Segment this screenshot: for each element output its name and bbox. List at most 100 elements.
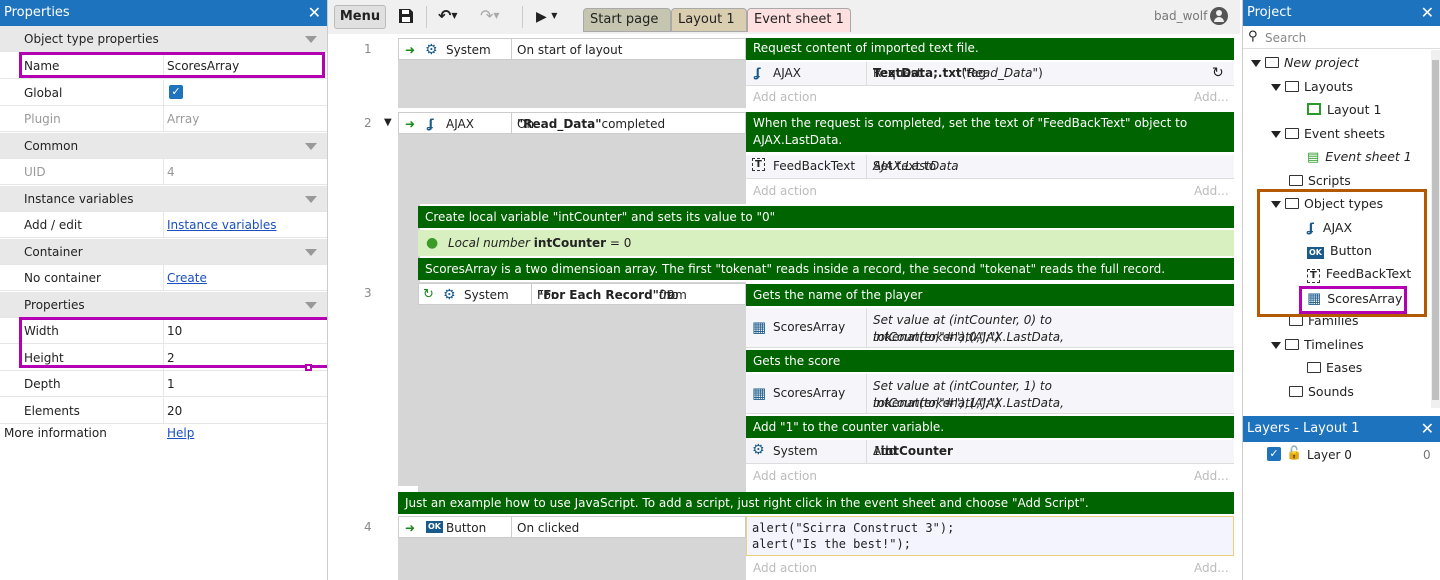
redo-icon[interactable]: ↷▼ (480, 6, 500, 25)
tree-item[interactable]: New project (1251, 54, 1359, 72)
layers-header: Layers - Layout 1 ✕ (1243, 416, 1440, 442)
user-icon[interactable] (1210, 7, 1228, 25)
condition-text: On start of layout (517, 43, 623, 57)
action-row[interactable]: ʆ AJAX Request TextData;.txt (tag "Read_… (746, 62, 1234, 86)
section-header[interactable]: Instance variables (0, 185, 327, 212)
username: bad_wolf (1154, 9, 1208, 23)
event-3-condition-block[interactable] (418, 282, 746, 492)
search-bar[interactable]: ⚲ Search (1243, 27, 1440, 49)
global-checkbox[interactable]: ✓ (169, 84, 183, 99)
event-1-condition[interactable]: ➜ ⚙ System On start of layout (398, 38, 746, 60)
property-row[interactable]: No container Create (0, 265, 327, 291)
more-information-row: More information Help (0, 420, 327, 446)
close-icon[interactable]: ✕ (307, 3, 321, 22)
chevron-down-icon[interactable] (305, 301, 317, 309)
tab-start-page[interactable]: Start page ✕ (583, 8, 671, 49)
tree-item[interactable]: Layout 1 (1307, 101, 1381, 119)
tree-item[interactable]: Event sheets (1271, 125, 1385, 143)
tree-item[interactable]: Timelines (1271, 336, 1364, 354)
add-more[interactable]: Add... (1194, 90, 1229, 104)
add-action[interactable]: Add action (753, 469, 817, 483)
action-row[interactable]: ▦ ScoresArray Set value at (intCounter, … (746, 308, 1234, 348)
tree-item[interactable]: ▤Event sheet 1 (1307, 148, 1412, 167)
tab-event-sheet-1[interactable]: Event sheet 1 ✕ (747, 8, 851, 49)
text-object-icon: T (752, 158, 765, 171)
save-icon[interactable] (398, 5, 416, 29)
section-header[interactable]: Container (0, 238, 327, 265)
section-header[interactable]: Properties (0, 291, 327, 318)
scrollbar[interactable] (1431, 50, 1440, 408)
property-value: Array (167, 112, 200, 126)
close-icon[interactable]: ✕ (1420, 3, 1434, 22)
property-value: 2 (167, 350, 175, 365)
ajax-icon: ʆ (1307, 220, 1314, 235)
undo-icon[interactable]: ↶▼ (438, 6, 458, 25)
resize-handle[interactable] (305, 364, 312, 371)
chevron-down-icon[interactable] (1271, 342, 1281, 349)
add-action[interactable]: Add action (753, 184, 817, 198)
chevron-down-icon[interactable] (1271, 201, 1281, 208)
property-key: Container (24, 244, 83, 259)
event-number: 3 (364, 286, 372, 300)
more-information-label: More information (4, 426, 107, 440)
tab-layout-1[interactable]: Layout 1 ✕ (671, 8, 747, 49)
chevron-down-icon[interactable] (1251, 60, 1261, 67)
play-icon[interactable]: ▶ ▼ (536, 9, 558, 25)
action-row[interactable]: ▦ ScoresArray Set value at (intCounter, … (746, 374, 1234, 414)
add-more[interactable]: Add... (1194, 184, 1229, 198)
chevron-down-icon[interactable] (305, 36, 317, 43)
chevron-down-icon[interactable] (305, 195, 317, 203)
property-link[interactable]: Instance variables (167, 218, 277, 232)
event-4-condition[interactable]: ➜ OK Button On clicked (398, 516, 746, 538)
tree-item[interactable]: Sounds (1289, 383, 1354, 401)
lock-icon[interactable]: 🔓 (1286, 446, 1303, 461)
add-more[interactable]: Add... (1194, 469, 1229, 483)
local-variable[interactable]: ● Local number intCounter = 0 (418, 230, 1234, 256)
folder-icon (1289, 175, 1303, 186)
search-input[interactable]: Search (1265, 31, 1307, 45)
chevron-down-icon[interactable] (305, 142, 317, 150)
tree-item[interactable]: Scripts (1289, 172, 1351, 190)
menu-button[interactable]: Menu (334, 5, 386, 29)
script-block[interactable]: alert("Scirra Construct 3");alert("Is th… (746, 516, 1234, 556)
help-link[interactable]: Help (167, 426, 195, 440)
chevron-down-icon[interactable] (305, 248, 317, 256)
collapse-icon[interactable]: ▼ (384, 117, 392, 128)
event-2-condition[interactable]: ➜ ʆ AJAX On "Read_Data" completed (398, 112, 746, 134)
property-row[interactable]: Global✓ (0, 79, 327, 106)
property-link[interactable]: Create (167, 271, 207, 285)
section-header[interactable]: Object type properties (0, 26, 327, 52)
tree-item[interactable]: Layouts (1271, 78, 1353, 96)
array-icon: ▦ (1307, 289, 1322, 307)
chevron-down-icon[interactable] (1271, 131, 1281, 138)
chevron-down-icon[interactable] (1271, 84, 1281, 91)
condition-text: On clicked (517, 521, 580, 535)
event-3-indent (398, 204, 420, 486)
section-header[interactable]: Common (0, 132, 327, 159)
tree-item[interactable]: Eases (1307, 359, 1362, 377)
action-row[interactable]: T FeedBackText Set text to AJAX.LastData (746, 155, 1234, 179)
property-value: 1 (167, 377, 175, 391)
layer-row[interactable]: ✓ 🔓 Layer 0 0 (1243, 444, 1440, 466)
action-row[interactable]: ⚙ System Add 1 to intCounter (746, 440, 1234, 464)
add-action[interactable]: Add action (753, 561, 817, 575)
add-action[interactable]: Add action (753, 90, 817, 104)
checkbox-icon[interactable]: ✓ (1267, 447, 1281, 461)
tree-item[interactable]: ▦ScoresArray (1307, 289, 1402, 308)
event-3-condition[interactable]: ↻ ⚙ System For "For Each Record" from 0 … (418, 283, 746, 305)
tree-item[interactable]: Object types (1271, 195, 1383, 213)
close-icon[interactable]: ✕ (1420, 419, 1434, 438)
add-more[interactable]: Add... (1194, 561, 1229, 575)
property-key: No container (24, 271, 101, 285)
